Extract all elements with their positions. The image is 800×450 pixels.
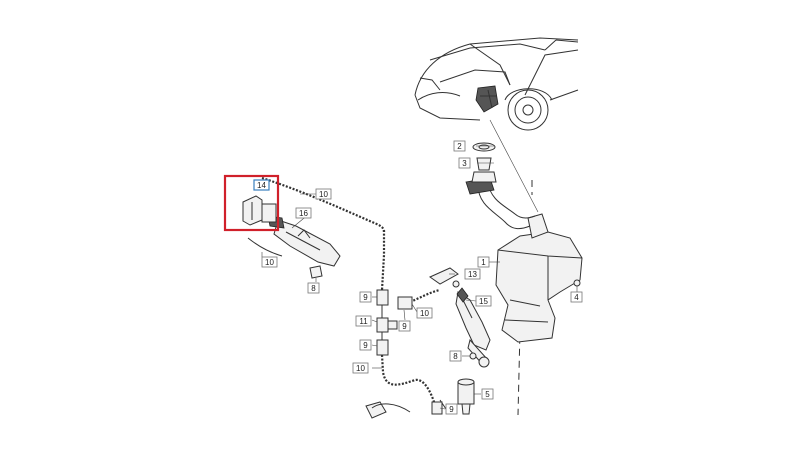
part-label-16[interactable]: 16 — [295, 207, 312, 219]
car-front-illustration — [414, 37, 579, 131]
svg-text:5: 5 — [485, 390, 490, 399]
part-label-10-b[interactable]: 10 — [261, 256, 278, 268]
part-label-13[interactable]: 13 — [464, 268, 481, 280]
svg-text:9: 9 — [449, 405, 454, 414]
svg-text:9: 9 — [363, 293, 368, 302]
hose-connector — [376, 339, 389, 356]
svg-text:14: 14 — [257, 181, 266, 190]
washer-hose — [380, 354, 437, 406]
highlight-box — [223, 174, 280, 232]
filler-cap — [472, 142, 496, 152]
grommet — [573, 279, 581, 287]
leader-line — [489, 119, 539, 213]
washer-pump — [457, 378, 475, 415]
part-label-4[interactable]: 4 — [570, 291, 583, 303]
svg-text:2: 2 — [457, 142, 462, 151]
svg-text:11: 11 — [359, 317, 368, 326]
svg-text:9: 9 — [402, 322, 407, 331]
part-label-11[interactable]: 11 — [355, 315, 372, 327]
part-label-9-d[interactable]: 9 — [445, 403, 458, 415]
filler-strainer — [476, 157, 492, 171]
part-label-9-a[interactable]: 9 — [359, 291, 372, 303]
washer-reservoir — [495, 213, 583, 343]
svg-text:1: 1 — [481, 258, 486, 267]
svg-text:15: 15 — [479, 297, 488, 306]
washer-hose — [409, 288, 441, 304]
hose-connector — [376, 289, 389, 306]
svg-text:8: 8 — [311, 284, 316, 293]
part-label-3[interactable]: 3 — [458, 157, 471, 169]
svg-text:10: 10 — [265, 258, 274, 267]
t-piece — [376, 317, 389, 333]
part-label-10-d[interactable]: 10 — [352, 362, 369, 374]
svg-text:3: 3 — [462, 159, 467, 168]
svg-text:10: 10 — [356, 364, 365, 373]
filler-neck — [487, 181, 536, 219]
hose-connector — [431, 401, 443, 415]
part-label-5[interactable]: 5 — [481, 388, 494, 400]
hose-clamp — [365, 401, 387, 419]
svg-text:13: 13 — [468, 270, 477, 279]
clip — [469, 352, 477, 360]
svg-text:9: 9 — [363, 341, 368, 350]
part-label-15[interactable]: 15 — [475, 295, 492, 307]
part-label-9-b[interactable]: 9 — [398, 320, 411, 332]
hose-connector — [397, 296, 413, 310]
part-label-8-right[interactable]: 8 — [449, 350, 462, 362]
part-label-10-c[interactable]: 10 — [416, 307, 433, 319]
washer-hose — [261, 176, 386, 233]
svg-text:4: 4 — [574, 293, 579, 302]
svg-text:10: 10 — [420, 309, 429, 318]
filler-neck — [477, 184, 531, 230]
washer-hose — [247, 237, 283, 257]
part-label-14[interactable]: 14 — [253, 179, 270, 191]
svg-text:10: 10 — [319, 190, 328, 199]
washer-hose — [380, 230, 386, 291]
clip — [309, 265, 323, 279]
svg-text:16: 16 — [299, 209, 308, 218]
nozzle-cover — [428, 267, 459, 285]
part-label-1[interactable]: 1 — [477, 256, 490, 268]
part-label-8-left[interactable]: 8 — [307, 282, 320, 294]
part-label-10-a[interactable]: 10 — [315, 188, 332, 200]
headlamp-washer-jet-right — [455, 287, 491, 368]
part-label-9-c[interactable]: 9 — [359, 339, 372, 351]
svg-text:8: 8 — [453, 352, 458, 361]
part-label-2[interactable]: 2 — [453, 140, 466, 152]
